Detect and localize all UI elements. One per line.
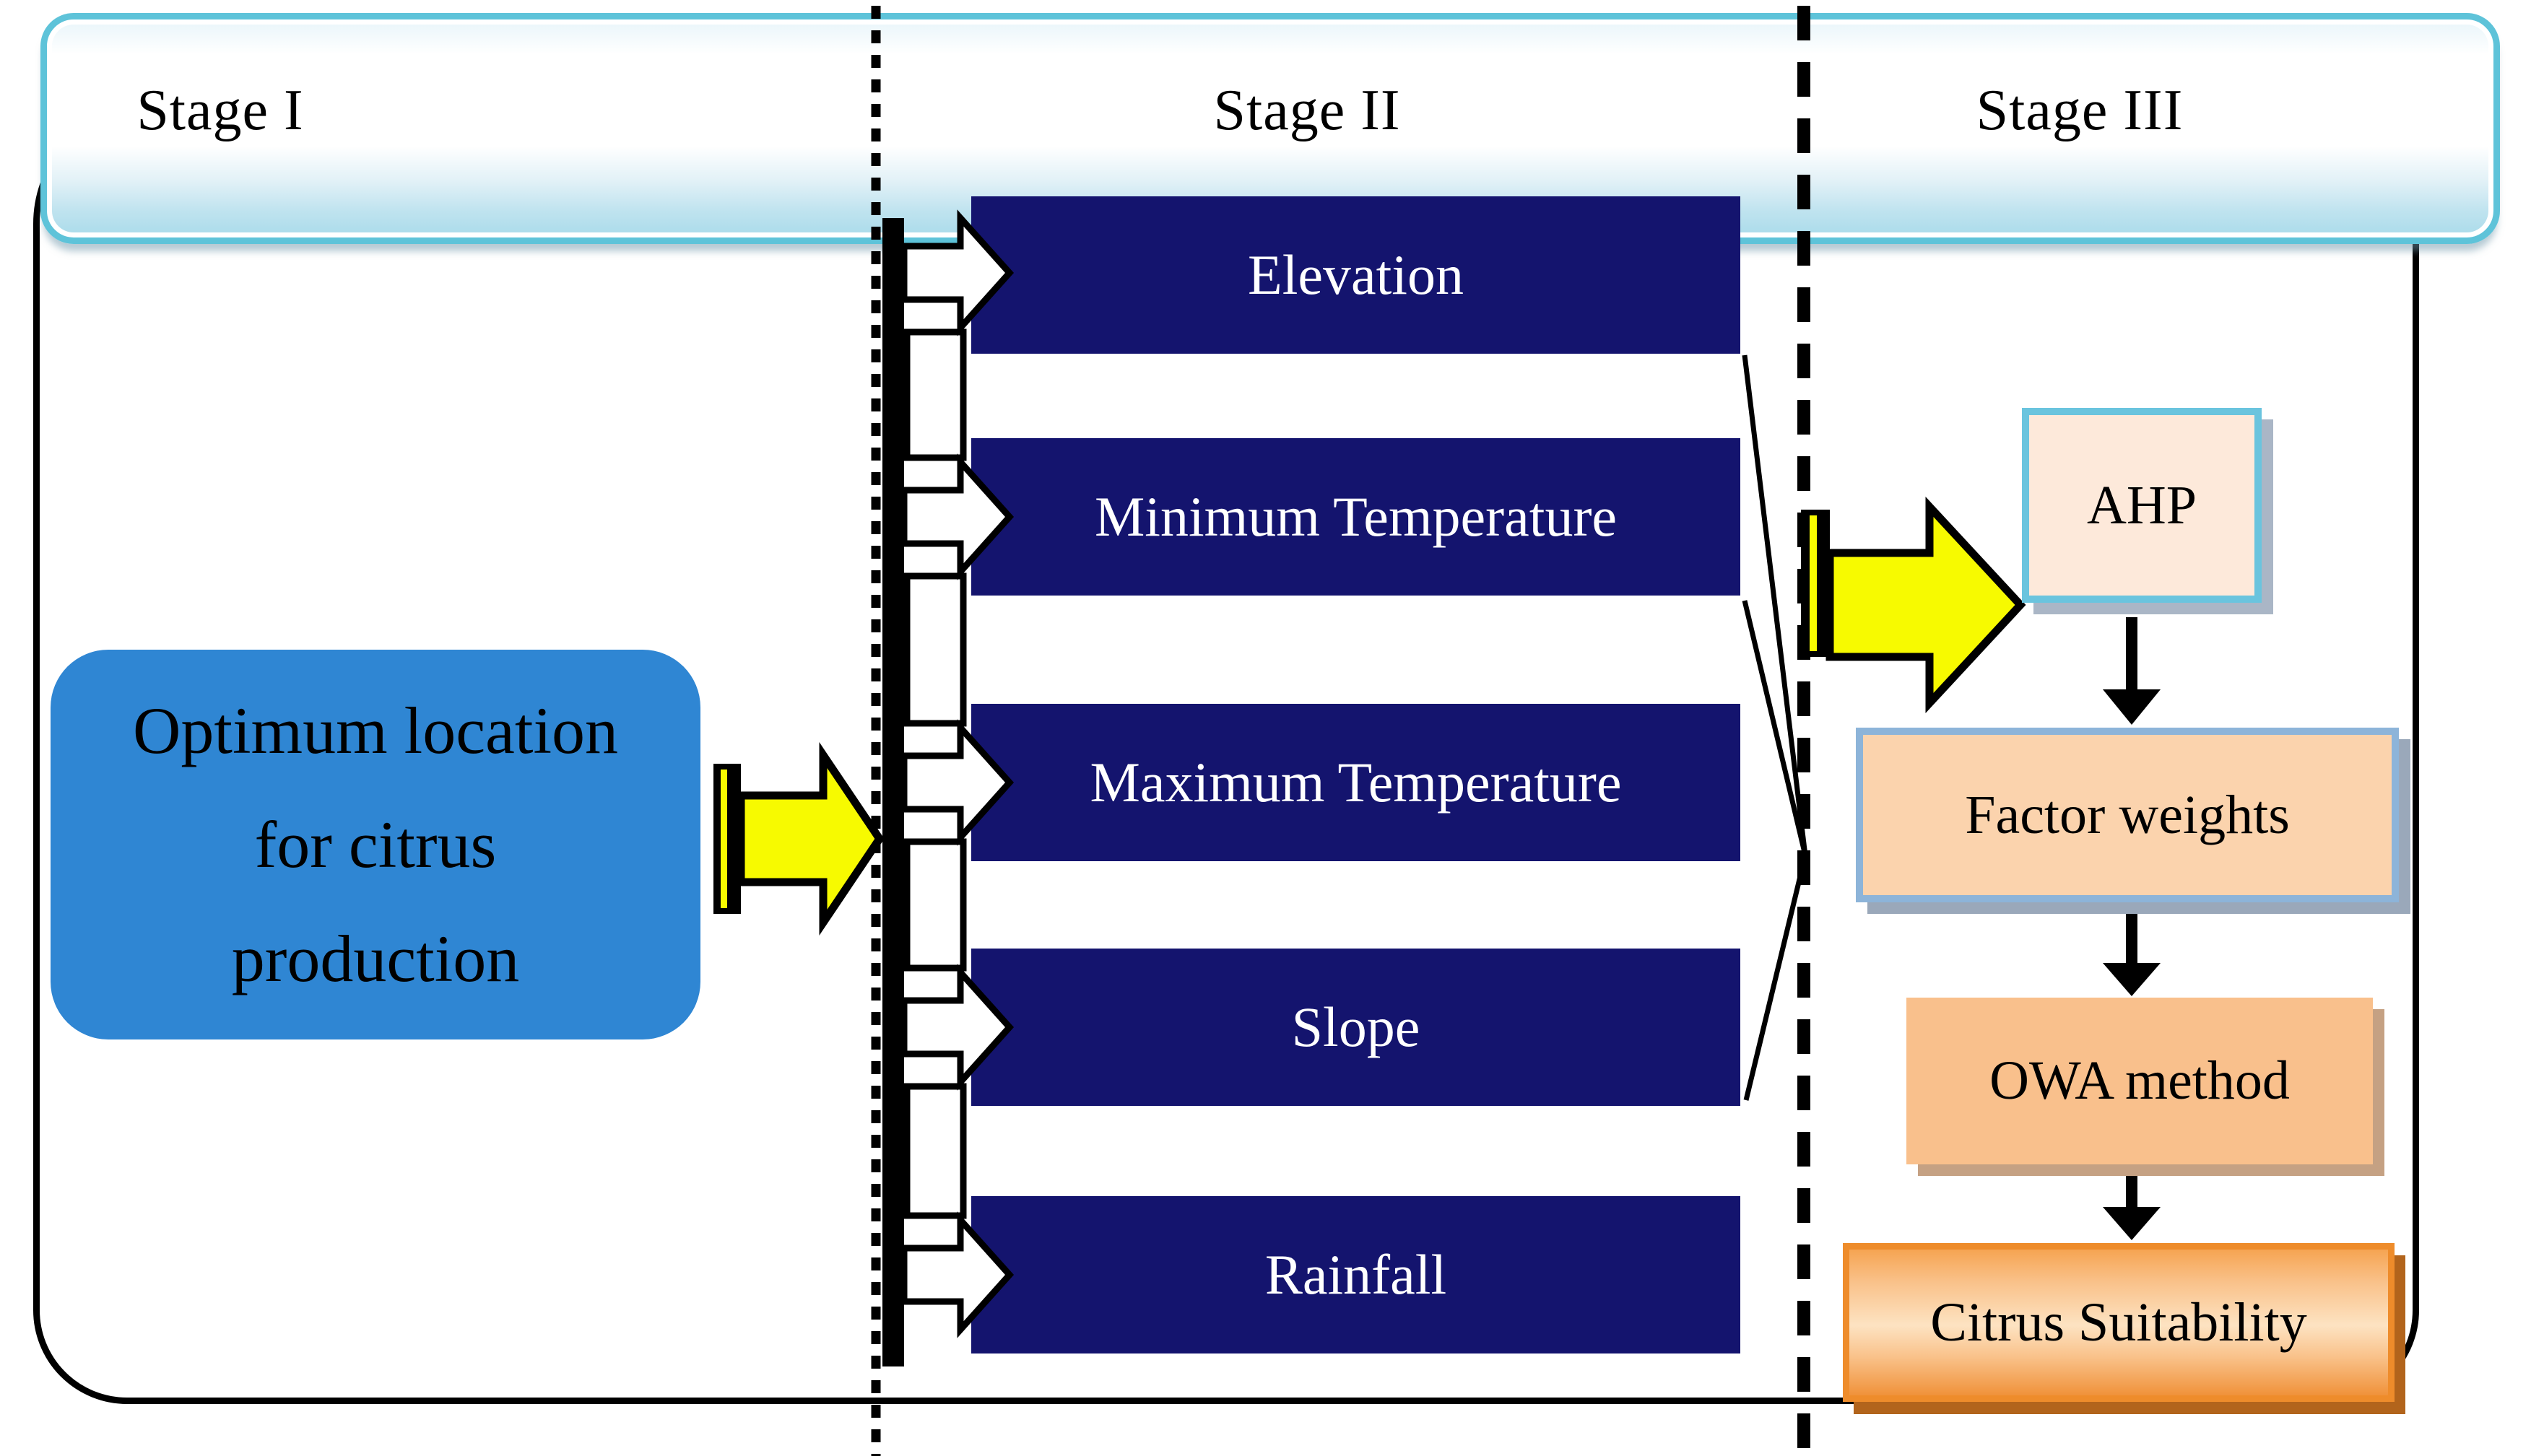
- citrus-suitability-box: Citrus Suitability: [1843, 1243, 2395, 1402]
- factor-box-rainfall: Rainfall: [971, 1196, 1740, 1353]
- goal-box: Optimum location for citrus production: [51, 650, 700, 1039]
- factor-box-max-temperature: Maximum Temperature: [971, 704, 1740, 861]
- stage-2-label: Stage II: [1213, 79, 1401, 142]
- ahp-box: AHP: [2022, 408, 2262, 603]
- factor-box-slope: Slope: [971, 949, 1740, 1106]
- stage-1-label: Stage I: [136, 79, 304, 142]
- stage-3-label: Stage III: [1976, 79, 2184, 142]
- factor-weights-box: Factor weights: [1856, 728, 2399, 902]
- factor-box-min-temperature: Minimum Temperature: [971, 438, 1740, 596]
- owa-method-box: OWA method: [1906, 998, 2373, 1164]
- factor-box-elevation: Elevation: [971, 196, 1740, 354]
